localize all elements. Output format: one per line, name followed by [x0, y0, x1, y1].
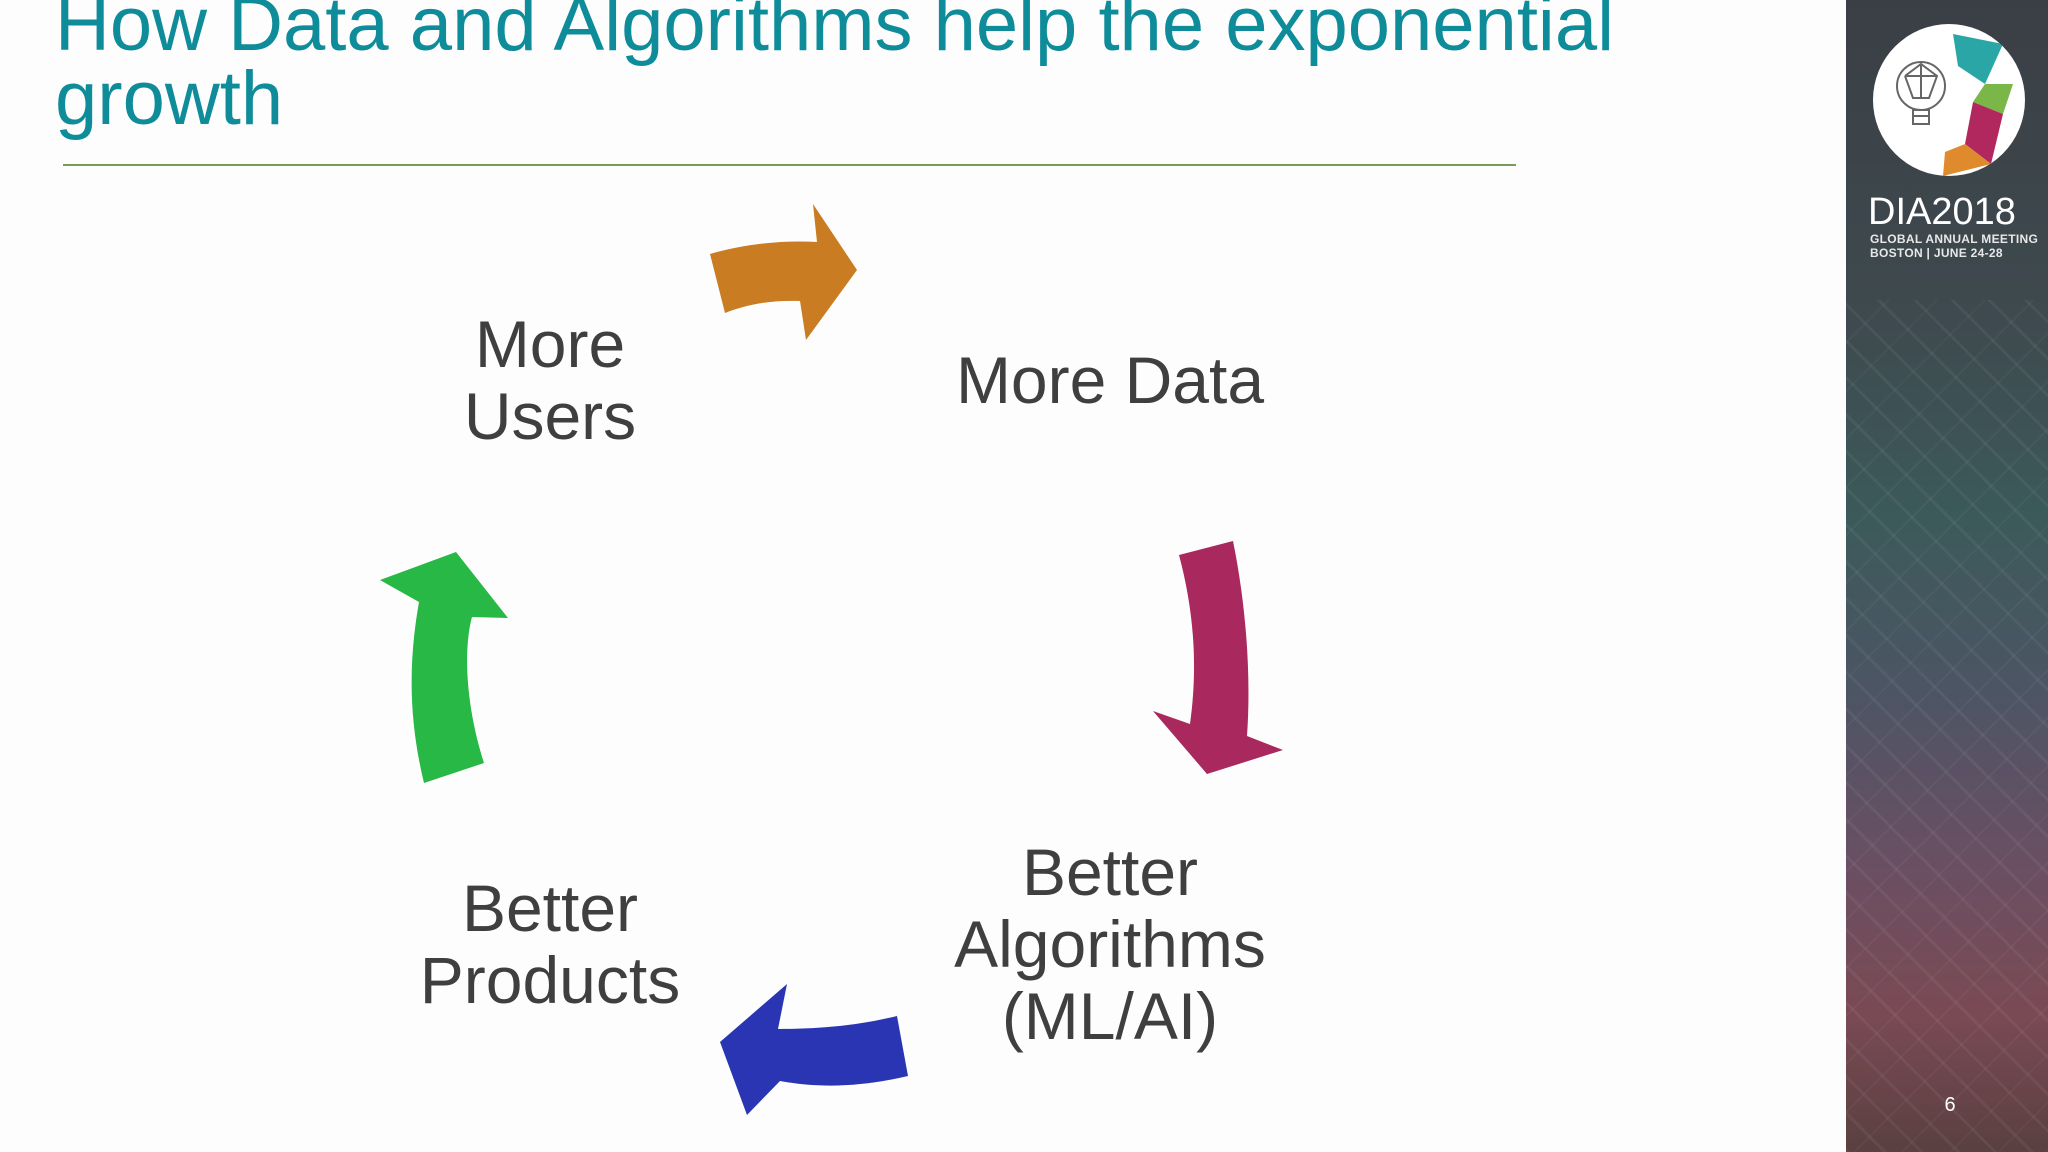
node-better-algorithms: Better Algorithms (ML/AI): [954, 835, 1266, 1053]
brand-sidebar: DIA2018 GLOBAL ANNUAL MEETING BOSTON | J…: [1846, 0, 2048, 1152]
node-more-data: More Data: [955, 343, 1265, 417]
arrow-products-to-users: [380, 552, 508, 783]
lightbulb-head-logo-icon: [1873, 24, 2025, 176]
page-title: How Data and Algorithms help the exponen…: [55, 0, 1614, 141]
arrow-data-to-algorithms: [1153, 541, 1283, 774]
node-more-users: More Users: [463, 307, 637, 453]
arrow-users-to-data: [710, 204, 857, 340]
arrow-algorithms-to-products: [720, 984, 908, 1115]
brand-subtitle-event: GLOBAL ANNUAL MEETING: [1870, 232, 2039, 246]
science-pattern-background: [1846, 300, 2048, 1152]
brand-name: DIA2018: [1868, 191, 2016, 233]
cycle-arrows: [380, 204, 1283, 1115]
brand-subtitle-location: BOSTON | JUNE 24-28: [1870, 246, 2003, 260]
title-divider: [63, 164, 1516, 166]
page-number: 6: [1944, 1094, 1956, 1116]
node-better-products: Better Products: [419, 871, 681, 1017]
